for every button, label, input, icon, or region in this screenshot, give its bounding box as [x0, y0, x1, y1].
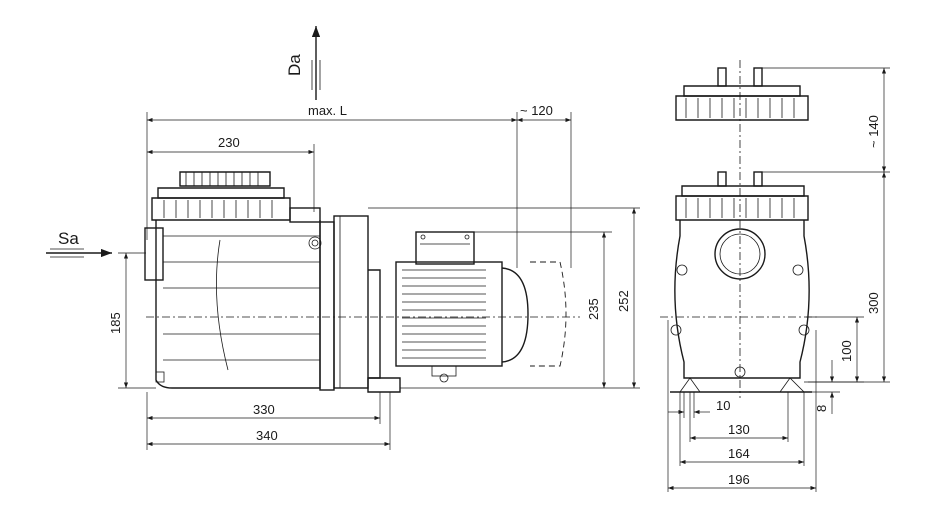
dim-foot-width: 10 — [716, 398, 730, 413]
electric-motor — [395, 231, 567, 383]
side-dimensions: max. L ~ 120 230 330 340 185 235 252 — [108, 103, 640, 450]
prefilter-lid — [151, 171, 291, 221]
dim-motor-height: 235 — [586, 298, 601, 320]
front-view: ~ 140 300 100 8 10 130 164 — [660, 60, 890, 492]
dim-motor-clearance: ~ 120 — [520, 103, 553, 118]
dim-overall-base: 340 — [256, 428, 278, 443]
dim-foot-height: 100 — [839, 340, 854, 362]
outlet-arrow: Da — [285, 26, 321, 100]
dim-base-width: 164 — [728, 446, 750, 461]
side-view: Da Sa — [46, 26, 640, 450]
dim-total-height: 252 — [616, 290, 631, 312]
dim-hole-spacing: 130 — [728, 422, 750, 437]
front-housing — [670, 220, 812, 393]
motor-flange — [319, 215, 401, 393]
inlet-label: Sa — [58, 229, 79, 248]
front-dimensions: ~ 140 300 100 8 10 130 164 — [667, 67, 890, 492]
dim-max-length: max. L — [308, 103, 347, 118]
pump-housing — [144, 207, 322, 389]
front-lid — [675, 171, 809, 221]
outlet-label: Da — [285, 54, 304, 76]
dim-overall-width: 196 — [728, 472, 750, 487]
dim-prefilter-width: 230 — [218, 135, 240, 150]
dim-inlet-height: 185 — [108, 312, 123, 334]
inlet-arrow: Sa — [46, 229, 112, 258]
dim-lid-removal: ~ 140 — [866, 115, 881, 148]
removed-lid — [675, 67, 809, 121]
dim-height: 300 — [866, 292, 881, 314]
dim-base-length: 330 — [253, 402, 275, 417]
dim-foot-offset: 8 — [814, 405, 829, 412]
